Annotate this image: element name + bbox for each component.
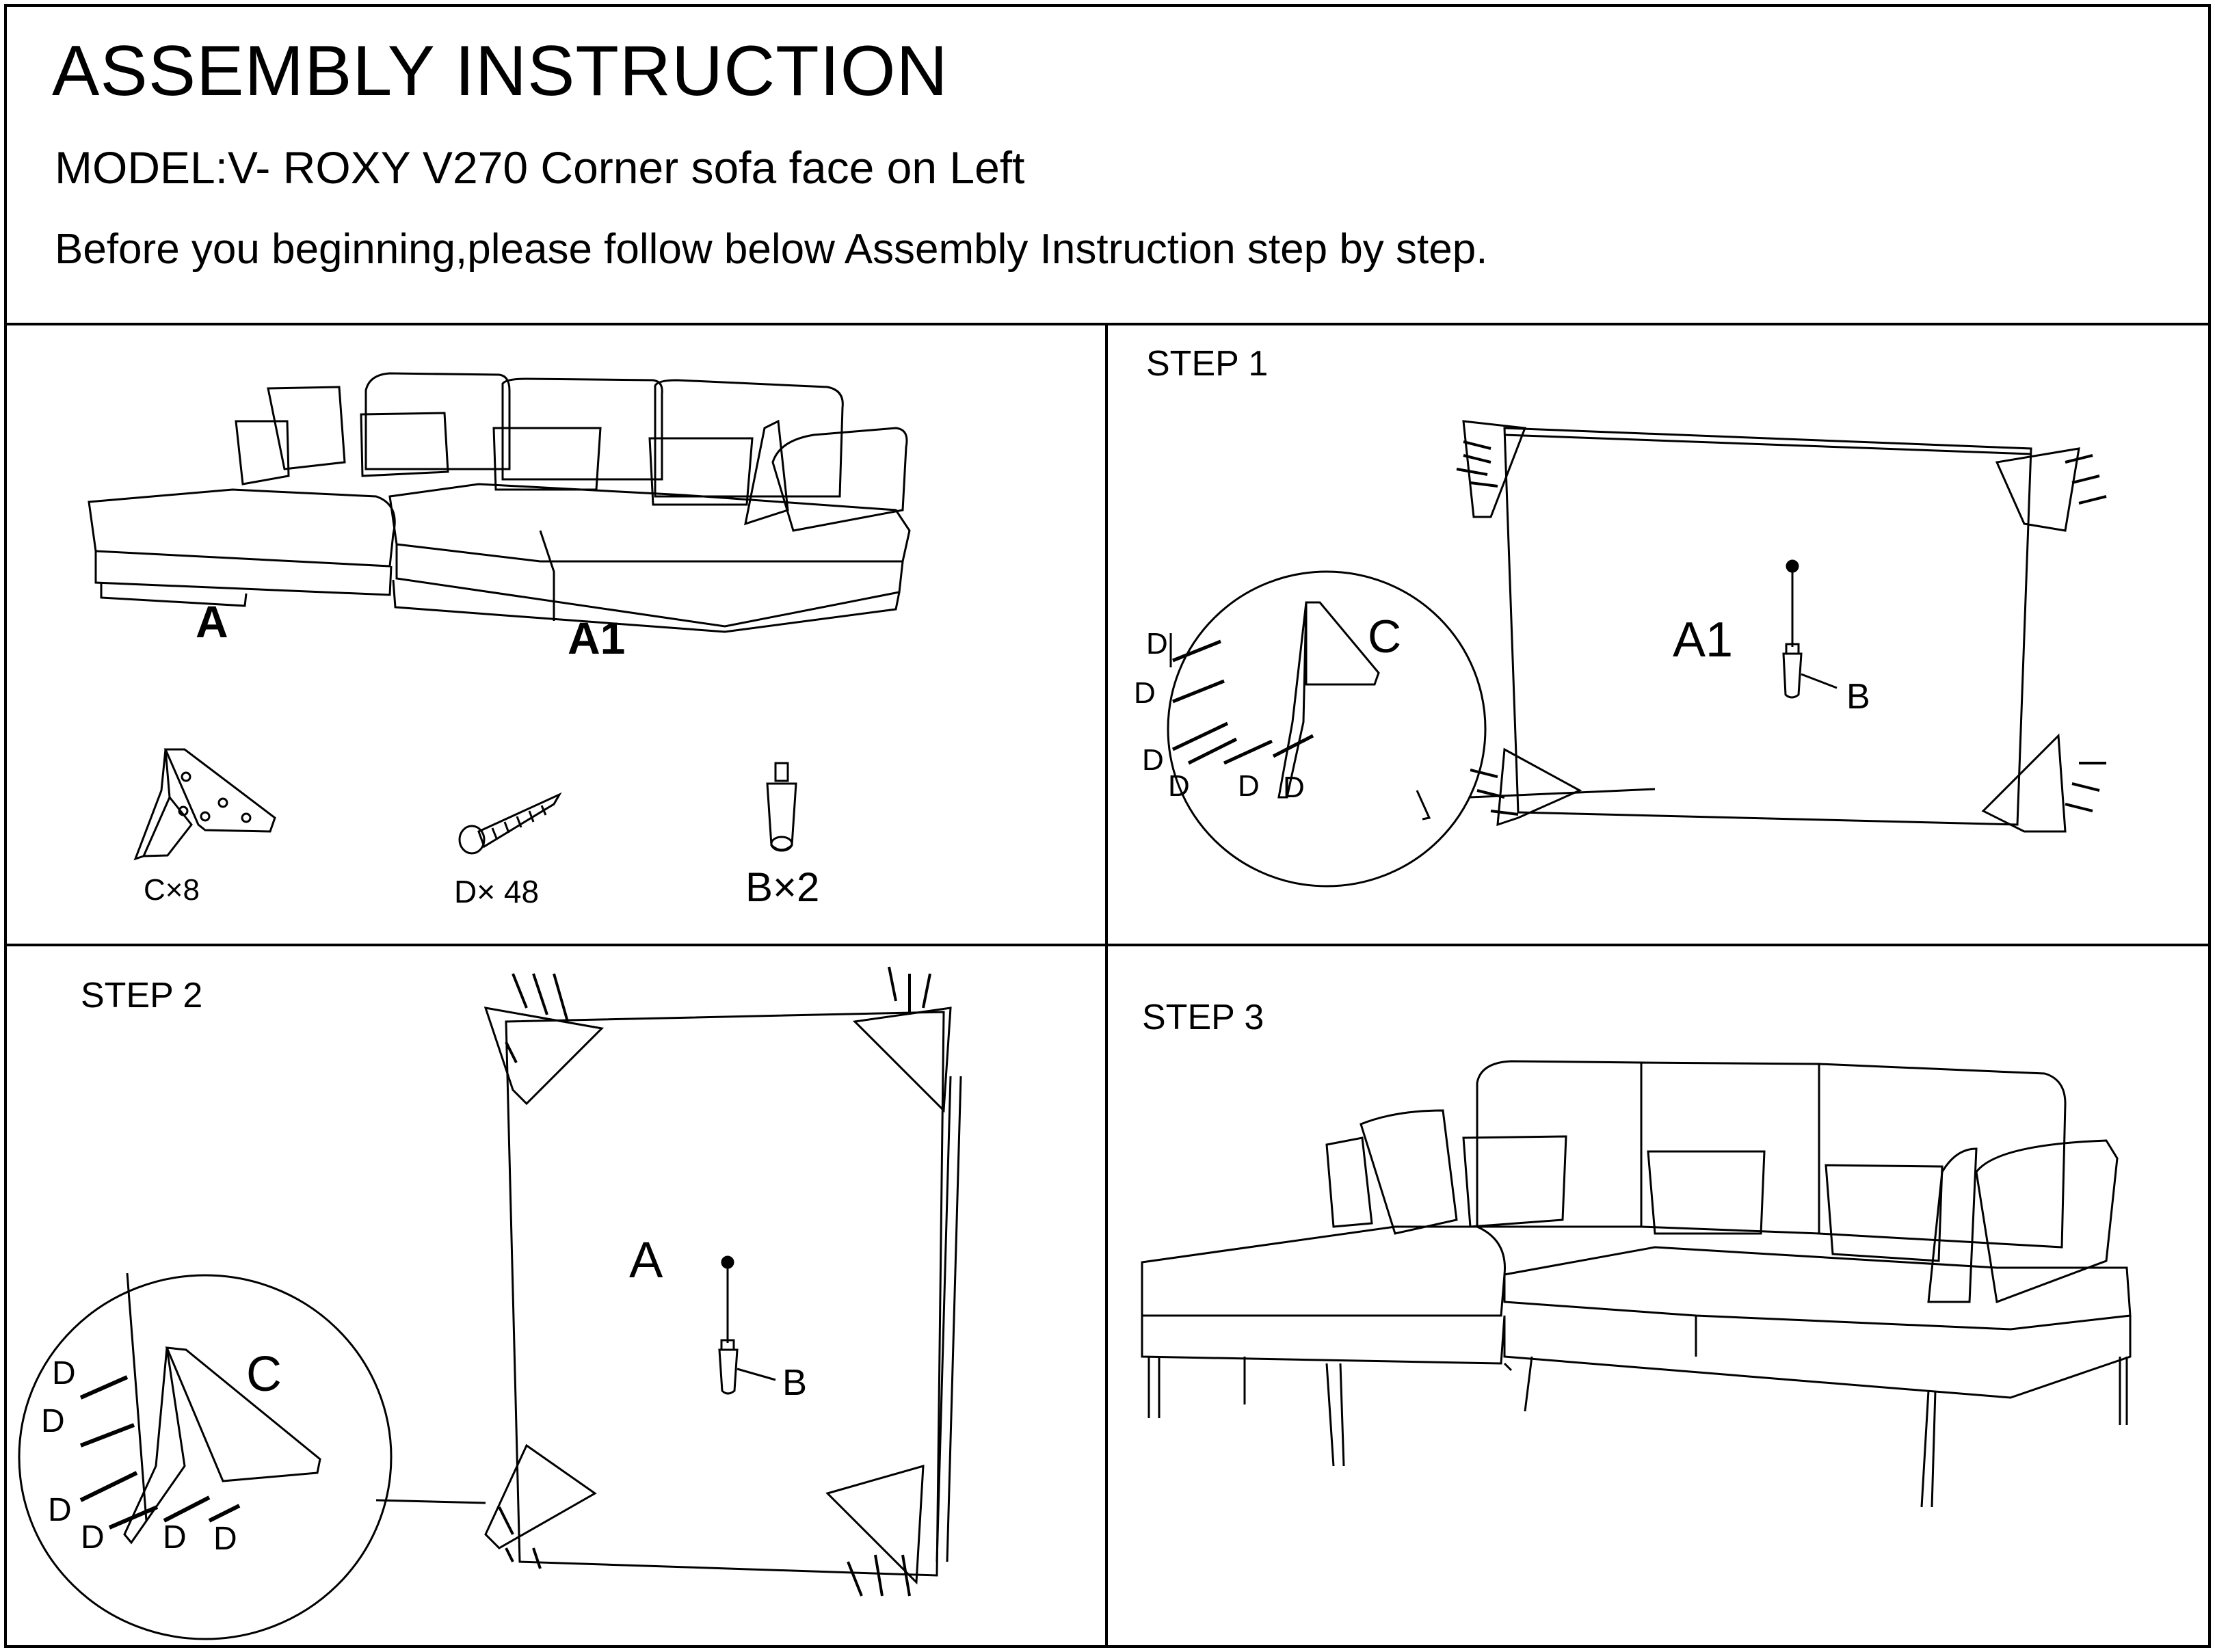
step1-screw-label-3: D xyxy=(1142,743,1164,777)
leg-icon xyxy=(1782,559,1838,699)
model-line: MODEL:V- ROXY V270 Corner sofa face on L… xyxy=(55,142,1025,193)
leg-icon xyxy=(718,1255,776,1395)
step1-bracket-label: C xyxy=(1368,611,1401,663)
step2-bracket-label: C xyxy=(246,1347,282,1402)
sofa-illustration xyxy=(88,372,911,633)
step2-part-label: A xyxy=(629,1231,663,1288)
corner-bracket-icon xyxy=(133,748,276,861)
step1-part-label: A1 xyxy=(1673,613,1733,667)
corner-bracket-icon xyxy=(483,1007,952,1585)
label-a: A xyxy=(196,596,228,647)
screw-icon xyxy=(498,966,931,1597)
corner-bracket-icon xyxy=(1462,420,2080,833)
step1-screw-label-1: D xyxy=(1146,627,1168,661)
step3-panel xyxy=(1141,1060,2132,1508)
step3-label: STEP 3 xyxy=(1142,998,1264,1037)
overview-panel: A A1 C×8 D× 48 B×2 xyxy=(88,372,911,910)
label-a1: A1 xyxy=(568,613,625,663)
magnifier-circle xyxy=(18,1273,486,1640)
screw-icon xyxy=(458,792,562,855)
intro-text: Before you beginning,please follow below… xyxy=(55,226,1488,273)
part-d-label: D× 48 xyxy=(454,874,539,909)
step1-leg-label: B xyxy=(1846,677,1870,717)
step1-label: STEP 1 xyxy=(1146,344,1269,384)
screw-icon xyxy=(1456,440,2107,816)
sofa-illustration xyxy=(1141,1060,2132,1508)
magnifier-circle xyxy=(1167,570,1656,888)
step1-screw-label-2: D xyxy=(1134,676,1156,710)
step1-screw-label-5: D xyxy=(1238,769,1260,803)
part-c-label: C×8 xyxy=(144,873,200,907)
screw-icon xyxy=(1171,639,1314,765)
step2-screw-label-2: D xyxy=(41,1403,65,1439)
step2-screw-label-1: D xyxy=(52,1355,76,1391)
step2-panel: A B C D D D D D D xyxy=(18,966,962,1640)
step2-label: STEP 2 xyxy=(81,976,203,1015)
column-divider xyxy=(1105,323,1108,1648)
step1-panel: A1 B C D D D D D D xyxy=(1134,420,2107,888)
step2-screw-label-6: D xyxy=(213,1521,237,1557)
step2-leg-label: B xyxy=(782,1362,807,1403)
leg-icon xyxy=(766,762,797,852)
step1-screw-label-6: D xyxy=(1283,771,1305,804)
part-b-label: B×2 xyxy=(745,864,819,910)
step2-screw-label-5: D xyxy=(163,1519,187,1556)
step1-screw-label-4: D xyxy=(1168,769,1190,803)
step2-screw-label-3: D xyxy=(48,1492,72,1528)
step2-screw-label-4: D xyxy=(81,1519,105,1556)
page-title: ASSEMBLY INSTRUCTION xyxy=(52,31,949,111)
screw-icon xyxy=(79,1375,241,1530)
